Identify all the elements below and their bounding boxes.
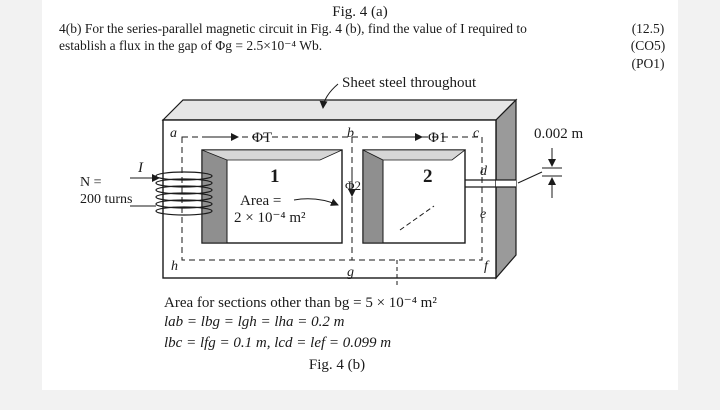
window-1-label: 1	[270, 166, 280, 187]
flux-total-label: ΦT	[252, 130, 272, 146]
area-bg-label-1: Area =	[240, 193, 281, 209]
magnetic-circuit-diagram: ΦT Φ1 Φ2 a b c d e f g h 1 2 Area = 2 × …	[80, 75, 584, 285]
point-h-label: h	[171, 259, 178, 274]
window-2-label: 2	[423, 166, 433, 187]
material-label: Sheet steel throughout	[342, 75, 477, 91]
turns-n-label: N =	[80, 175, 102, 190]
steel-core	[161, 98, 518, 280]
program-outcome-label: (PO1)	[631, 56, 665, 71]
point-f-label: f	[484, 259, 490, 274]
gap-length-label: 0.002 m	[534, 126, 584, 142]
question-page: Fig. 4 (a) 4(b) For the series-parallel …	[42, 0, 678, 390]
point-d-label: d	[480, 164, 488, 179]
point-a-label: a	[170, 126, 177, 141]
lengths-line-1: lab = lbg = lgh = lha = 0.2 m	[164, 314, 345, 330]
point-c-label: c	[473, 126, 480, 141]
marks-label: (12.5)	[631, 21, 665, 36]
lengths-line-2: lbc = lfg = 0.1 m, lcd = lef = 0.099 m	[164, 335, 392, 351]
course-outcome-label: (CO5)	[630, 38, 666, 53]
turns-count-label: 200 turns	[80, 192, 133, 207]
material-pointer-arrow	[319, 83, 339, 109]
point-b-label: b	[347, 126, 354, 141]
point-g-label: g	[347, 265, 354, 280]
figure-4b-caption: Fig. 4 (b)	[308, 357, 366, 373]
mean-flux-path	[181, 136, 483, 261]
current-label: I	[137, 160, 144, 176]
gap-leader	[517, 171, 543, 184]
depth-dash	[399, 205, 435, 231]
flux-1-label: Φ1	[428, 130, 446, 146]
area-note: Area for sections other than bg = 5 × 10…	[164, 295, 437, 311]
flux-2-label: Φ2	[345, 178, 361, 193]
area-pointer-arrow	[293, 198, 339, 206]
question-line-1: 4(b) For the series-parallel magnetic ci…	[59, 21, 527, 36]
figure-4a-title: Fig. 4 (a)	[332, 4, 388, 20]
point-e-label: e	[480, 207, 486, 222]
area-bg-label-2: 2 × 10⁻⁴ m²	[234, 210, 306, 226]
question-line-2: establish a flux in the gap of Φg = 2.5×…	[59, 38, 323, 53]
